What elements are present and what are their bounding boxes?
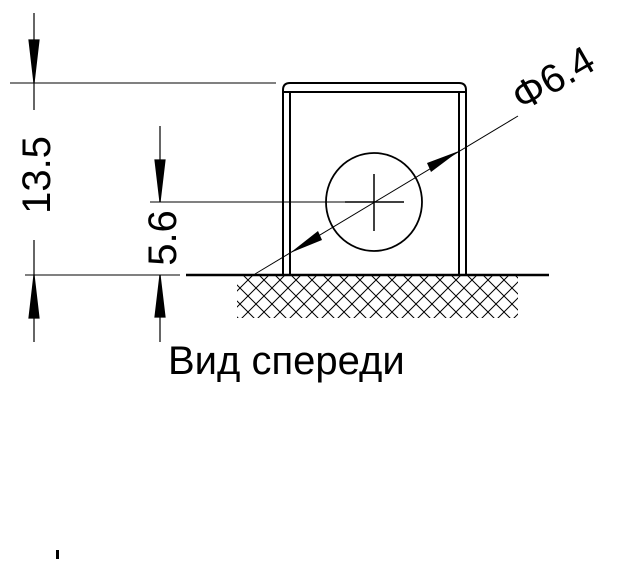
height-dimension [28, 13, 40, 342]
diameter-leader [254, 115, 519, 275]
height-dimension-label: 13.5 [15, 136, 59, 214]
center-height-dimension-label: 5.6 [141, 210, 185, 266]
view-caption: Вид спереди [168, 339, 405, 383]
diameter-label: Φ6.4 [505, 38, 603, 120]
stray-mark [56, 550, 59, 559]
terminal-body [282, 82, 467, 275]
ground-hatch [237, 276, 518, 318]
center-height-dimension [154, 126, 166, 342]
